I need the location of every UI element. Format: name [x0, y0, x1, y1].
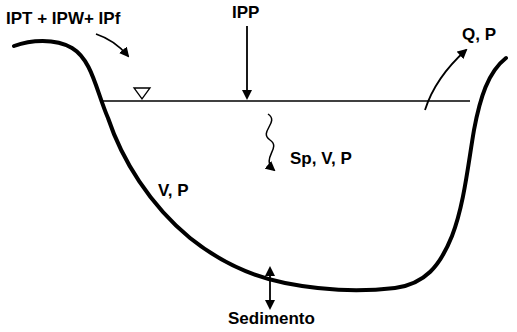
settling-label: Sp, V, P [290, 150, 352, 169]
outflow-label: Q, P [462, 26, 496, 45]
inflow-label: IPT + IPW+ IPf [6, 10, 120, 29]
inflow-arrow [96, 34, 128, 56]
sediment-exchange-arrow [269, 268, 271, 308]
sediment-label: Sedimento [228, 310, 315, 329]
basin-outline [14, 41, 506, 290]
settling-arrow [266, 114, 274, 170]
water-level-symbol [134, 88, 150, 99]
outflow-arrow [425, 50, 466, 110]
precipitation-arrow [246, 26, 248, 98]
volume-label: V, P [158, 182, 189, 201]
water-surface [100, 100, 470, 102]
precipitation-label: IPP [232, 4, 259, 23]
